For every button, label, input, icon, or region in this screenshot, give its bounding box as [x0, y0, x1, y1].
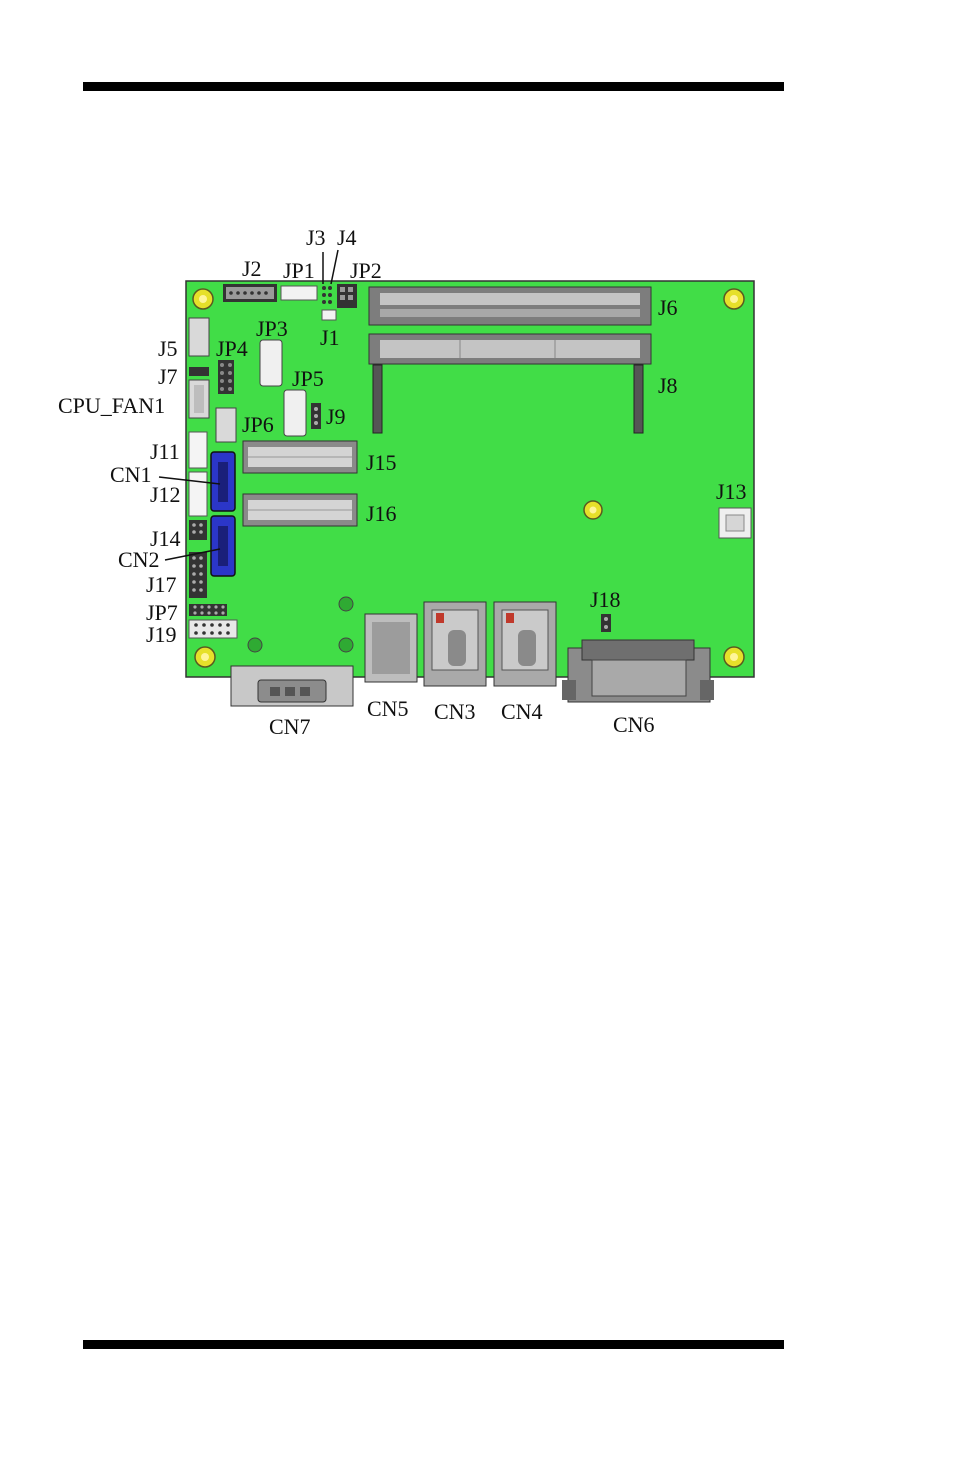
- label-j6: J6: [658, 295, 678, 320]
- jp1-header: [280, 285, 318, 301]
- label-jp3: JP3: [256, 316, 288, 341]
- label-j14: J14: [150, 526, 181, 551]
- j8-dimm-slot: [368, 333, 652, 365]
- label-j9: J9: [326, 404, 346, 429]
- label-j12: J12: [150, 482, 181, 507]
- label-j3: J3: [306, 225, 326, 250]
- label-jp2: JP2: [350, 258, 382, 283]
- label-jp1: JP1: [283, 258, 315, 283]
- j11-connector: [188, 431, 208, 469]
- jp6-connector: [215, 407, 237, 443]
- j17-header: [189, 552, 207, 598]
- leader-lines: [158, 249, 339, 561]
- cn5-connector: [364, 613, 418, 683]
- bottom-rule: [83, 1340, 784, 1349]
- label-j7: J7: [158, 364, 178, 389]
- j19-header: [188, 619, 238, 639]
- standoffs: [247, 596, 354, 653]
- j5-connector: [188, 317, 210, 357]
- j1-connector: [321, 309, 337, 321]
- label-cpu-fan1: CPU_FAN1: [58, 393, 165, 418]
- label-cn6: CN6: [613, 712, 655, 737]
- j12-connector: [188, 471, 208, 517]
- label-j5: J5: [158, 336, 178, 361]
- label-j13: J13: [716, 479, 747, 504]
- j16-slot: [242, 493, 358, 527]
- label-j4: J4: [337, 225, 357, 250]
- jp5-connector: [283, 389, 307, 437]
- j6-dimm-slot: [368, 286, 652, 326]
- j3-j4-pins: [322, 286, 332, 304]
- label-j2: J2: [242, 256, 262, 281]
- cn3-connector: [423, 601, 487, 687]
- label-cn1: CN1: [110, 462, 152, 487]
- top-rule: [83, 82, 784, 91]
- jp7-header: [189, 604, 227, 616]
- label-jp6: JP6: [242, 412, 274, 437]
- label-jp5: JP5: [292, 366, 324, 391]
- label-j15: J15: [366, 450, 397, 475]
- label-jp7: JP7: [146, 600, 178, 625]
- dimm-latches: [372, 364, 644, 434]
- label-cn2: CN2: [118, 547, 160, 572]
- label-j11: J11: [150, 439, 180, 464]
- label-j17: J17: [146, 572, 177, 597]
- cn6-connector: [562, 639, 714, 703]
- j2-header: [223, 284, 277, 302]
- jp3-connector: [259, 339, 283, 387]
- label-jp4: JP4: [216, 336, 248, 361]
- j18-pins: [601, 614, 611, 632]
- label-cn3: CN3: [434, 699, 476, 724]
- label-j1: J1: [320, 325, 340, 350]
- cn7-connector: [230, 665, 354, 707]
- label-j8: J8: [658, 373, 678, 398]
- label-cn5: CN5: [367, 696, 409, 721]
- j7-header: [189, 367, 209, 376]
- jp4-header: [218, 360, 234, 394]
- cn4-connector: [493, 601, 557, 687]
- label-cn4: CN4: [501, 699, 543, 724]
- j14-header: [189, 520, 207, 540]
- label-cn7: CN7: [269, 714, 311, 739]
- label-j18: J18: [590, 587, 621, 612]
- label-j16: J16: [366, 501, 397, 526]
- j15-slot: [242, 440, 358, 474]
- label-j19: J19: [146, 622, 177, 647]
- j9-pins: [311, 403, 321, 429]
